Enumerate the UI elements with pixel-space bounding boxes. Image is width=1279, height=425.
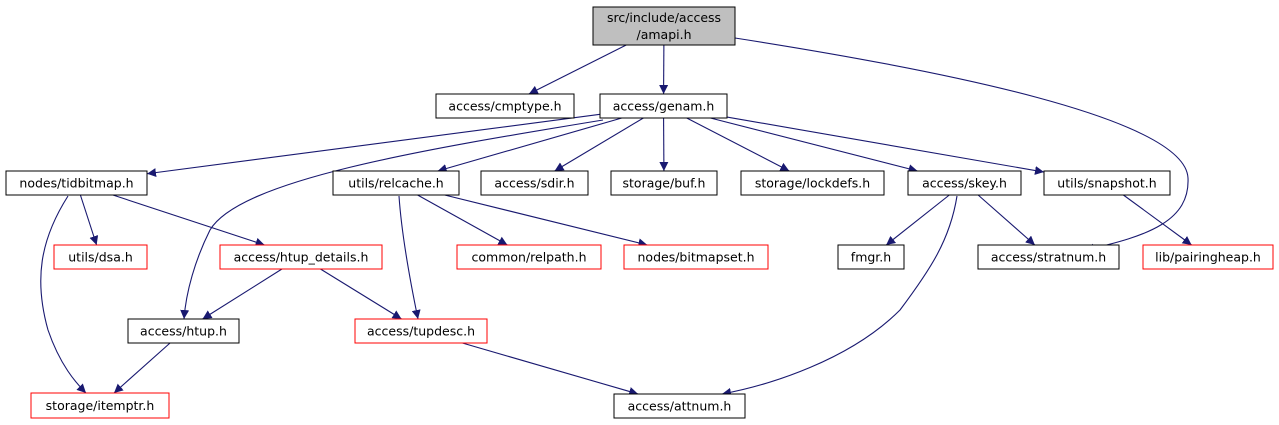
node-box [354, 318, 488, 344]
node-root: src/include/access/amapi.h [592, 6, 736, 46]
edge-htup_details-to-tupdesc [320, 268, 402, 320]
node-dsa[interactable]: utils/dsa.h [53, 244, 148, 270]
node-box [592, 6, 736, 46]
node-box [480, 170, 589, 196]
node-label: access/stratnum.h [991, 250, 1106, 265]
node-bitmapset[interactable]: nodes/bitmapset.h [623, 244, 769, 270]
node-box [599, 93, 728, 119]
edge-relcache-to-tupdesc [398, 195, 421, 320]
node-box [907, 170, 1022, 196]
edge-genam-to-htup [180, 119, 604, 320]
edge-relcache-to-bitmapset [444, 194, 648, 248]
node-box [740, 170, 885, 196]
edge-skey-to-attnum [721, 195, 958, 397]
node-box [219, 244, 383, 270]
node-label: storage/buf.h [623, 176, 706, 191]
edge-genam-to-snapshot [726, 116, 1045, 175]
node-box [1142, 244, 1274, 270]
edge-snapshot-to-pairingheap [1123, 194, 1192, 246]
edge-root-to-cmptype [528, 44, 627, 95]
edge-htup_details-to-htup [202, 268, 283, 320]
node-label: storage/lockdefs.h [755, 176, 870, 191]
node-box [977, 244, 1120, 270]
edge-root-to-stratnum [734, 37, 1189, 253]
node-snapshot[interactable]: utils/snapshot.h [1043, 170, 1171, 196]
node-box [456, 244, 602, 270]
nodes-layer: src/include/access/amapi.h access/cmptype… [5, 6, 1274, 419]
edge-skey-to-stratnum [977, 194, 1036, 246]
node-label: access/htup_details.h [234, 250, 369, 265]
edge-tidbitmap-to-dsa [79, 194, 99, 246]
node-label: access/genam.h [613, 99, 715, 114]
edge-genam-to-relcache [437, 117, 622, 173]
node-label: access/tupdesc.h [367, 324, 475, 339]
node-relcache[interactable]: utils/relcache.h [332, 170, 460, 196]
node-tupdesc[interactable]: access/tupdesc.h [354, 318, 488, 344]
node-label: access/cmptype.h [448, 99, 561, 114]
node-pairingheap[interactable]: lib/pairingheap.h [1142, 244, 1274, 270]
node-label: fmgr.h [851, 250, 891, 265]
node-box [53, 244, 148, 270]
node-label: access/sdir.h [494, 176, 574, 191]
node-label: access/skey.h [922, 176, 1007, 191]
node-label: nodes/bitmapset.h [638, 250, 755, 265]
node-label: lib/pairingheap.h [1155, 250, 1261, 265]
edge-genam-to-skey [710, 117, 918, 174]
node-htup[interactable]: access/htup.h [127, 318, 240, 344]
node-relpath[interactable]: common/relpath.h [456, 244, 602, 270]
edge-genam-to-tidbitmap [146, 113, 601, 178]
node-buf[interactable]: storage/buf.h [610, 170, 718, 196]
node-label: common/relpath.h [472, 250, 587, 265]
edge-htup-to-itemptr [113, 342, 171, 394]
node-label: src/include/access [607, 10, 721, 25]
node-attnum[interactable]: access/attnum.h [613, 393, 746, 419]
node-htup-details[interactable]: access/htup_details.h [219, 244, 383, 270]
node-box [435, 93, 575, 119]
node-skey[interactable]: access/skey.h [907, 170, 1022, 196]
node-box [5, 170, 148, 196]
node-label: access/attnum.h [628, 399, 732, 414]
edge-tidbitmap-to-htup_details [112, 194, 265, 247]
edge-tupdesc-to-attnum [462, 342, 639, 396]
node-box [837, 244, 905, 270]
node-box [623, 244, 769, 270]
node-itemptr[interactable]: storage/itemptr.h [30, 392, 170, 419]
edge-genam-to-lockdefs [686, 117, 790, 172]
node-box [610, 170, 718, 196]
node-fmgr[interactable]: fmgr.h [837, 244, 905, 270]
node-label: nodes/tidbitmap.h [19, 176, 133, 191]
node-lockdefs[interactable]: storage/lockdefs.h [740, 170, 885, 196]
node-box [127, 318, 240, 344]
edge-tidbitmap-to-itemptr [40, 195, 87, 394]
node-label: storage/itemptr.h [46, 398, 155, 413]
edge-skey-to-fmgr [885, 194, 950, 246]
node-label: utils/relcache.h [348, 176, 443, 191]
node-label: access/htup.h [140, 324, 227, 339]
edge-relcache-to-relpath [417, 194, 508, 246]
node-label: utils/snapshot.h [1057, 176, 1156, 191]
node-box [30, 392, 170, 419]
node-genam[interactable]: access/genam.h [599, 93, 728, 119]
node-cmptype[interactable]: access/cmptype.h [435, 93, 575, 119]
edges-layer [40, 37, 1192, 397]
node-label: utils/dsa.h [68, 250, 133, 265]
node-tidbitmap[interactable]: nodes/tidbitmap.h [5, 170, 148, 196]
node-box [1043, 170, 1171, 196]
edge-genam-to-sdir [554, 117, 644, 172]
node-box [332, 170, 460, 196]
node-stratnum[interactable]: access/stratnum.h [977, 244, 1120, 270]
node-sdir[interactable]: access/sdir.h [480, 170, 589, 196]
node-label: /amapi.h [636, 27, 691, 42]
node-box [613, 393, 746, 419]
